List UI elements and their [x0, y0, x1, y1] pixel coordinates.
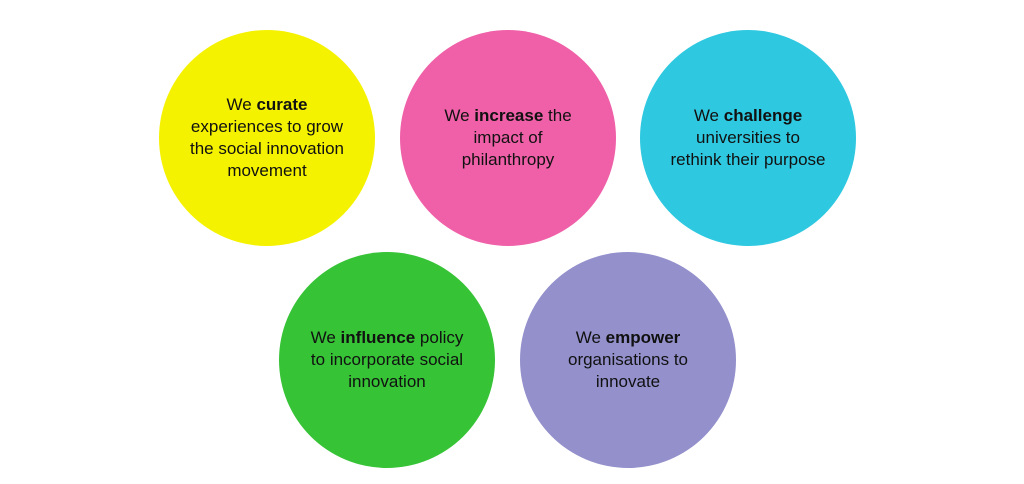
circle-influence: We influence policy to incorporate socia…	[279, 252, 495, 468]
circle-increase-text: We increase the impact of philanthropy	[400, 105, 616, 171]
circle-challenge-text: We challenge universities to rethink the…	[640, 105, 856, 171]
circle-challenge-rest: universities to rethink their purpose	[670, 128, 826, 169]
circle-challenge-prefix: We	[693, 106, 720, 125]
circle-empower-text: We empower organisations to innovate	[520, 327, 736, 393]
circle-influence-text: We influence policy to incorporate socia…	[279, 327, 495, 393]
circle-empower-rest: organisations to innovate	[567, 350, 689, 391]
circle-challenge: We challenge universities to rethink the…	[640, 30, 856, 246]
circle-curate-text: We curate experiences to grow the social…	[159, 94, 375, 182]
circle-influence-keyword: influence	[340, 328, 416, 347]
circle-curate-rest: experiences to grow the social innovatio…	[189, 117, 345, 180]
circle-influence-rest: policy to incorporate social innovation	[310, 328, 464, 391]
circle-influence-prefix: We	[310, 328, 336, 347]
circle-increase-keyword: increase	[474, 106, 544, 125]
circle-increase: We increase the impact of philanthropy	[400, 30, 616, 246]
circle-curate-keyword: curate	[256, 95, 308, 114]
circle-curate-prefix: We	[226, 95, 252, 114]
circle-challenge-keyword: challenge	[723, 106, 803, 125]
circle-increase-prefix: We	[444, 106, 470, 125]
circle-empower: We empower organisations to innovate	[520, 252, 736, 468]
circle-empower-prefix: We	[575, 328, 601, 347]
circle-empower-keyword: empower	[605, 328, 681, 347]
circle-increase-rest: the impact of philanthropy	[461, 106, 572, 169]
circle-curate: We curate experiences to grow the social…	[159, 30, 375, 246]
